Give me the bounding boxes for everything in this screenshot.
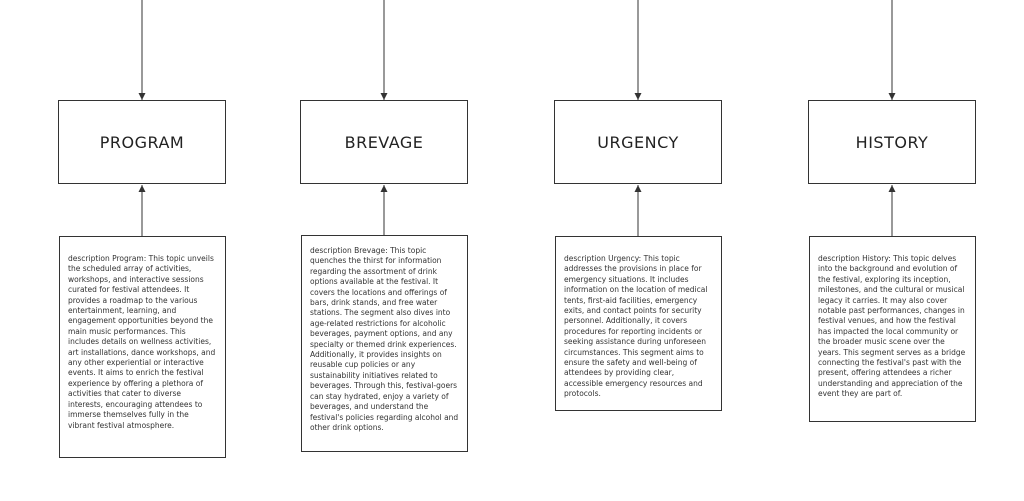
description-box-program[interactable]: description Program: This topic unveils … — [59, 236, 226, 458]
topic-title-program: PROGRAM — [99, 132, 185, 152]
topic-title-urgency: URGENCY — [597, 132, 679, 152]
description-box-urgency[interactable]: description Urgency: This topic addresse… — [555, 236, 722, 411]
topic-title-history: HISTORY — [855, 132, 929, 152]
description-text-history: description History: This topic delves i… — [818, 254, 966, 399]
topic-box-history[interactable]: HISTORY — [808, 100, 976, 184]
topic-box-urgency[interactable]: URGENCY — [554, 100, 722, 184]
description-box-brevage[interactable]: description Brevage: This topic quenches… — [301, 235, 468, 452]
topic-title-brevage: BREVAGE — [344, 132, 424, 152]
topic-box-program[interactable]: PROGRAM — [58, 100, 226, 184]
description-text-urgency: description Urgency: This topic addresse… — [564, 254, 708, 399]
topic-box-brevage[interactable]: BREVAGE — [300, 100, 468, 184]
description-text-brevage: description Brevage: This topic quenches… — [310, 246, 459, 432]
description-box-history[interactable]: description History: This topic delves i… — [809, 236, 976, 422]
description-text-program: description Program: This topic unveils … — [68, 254, 216, 430]
